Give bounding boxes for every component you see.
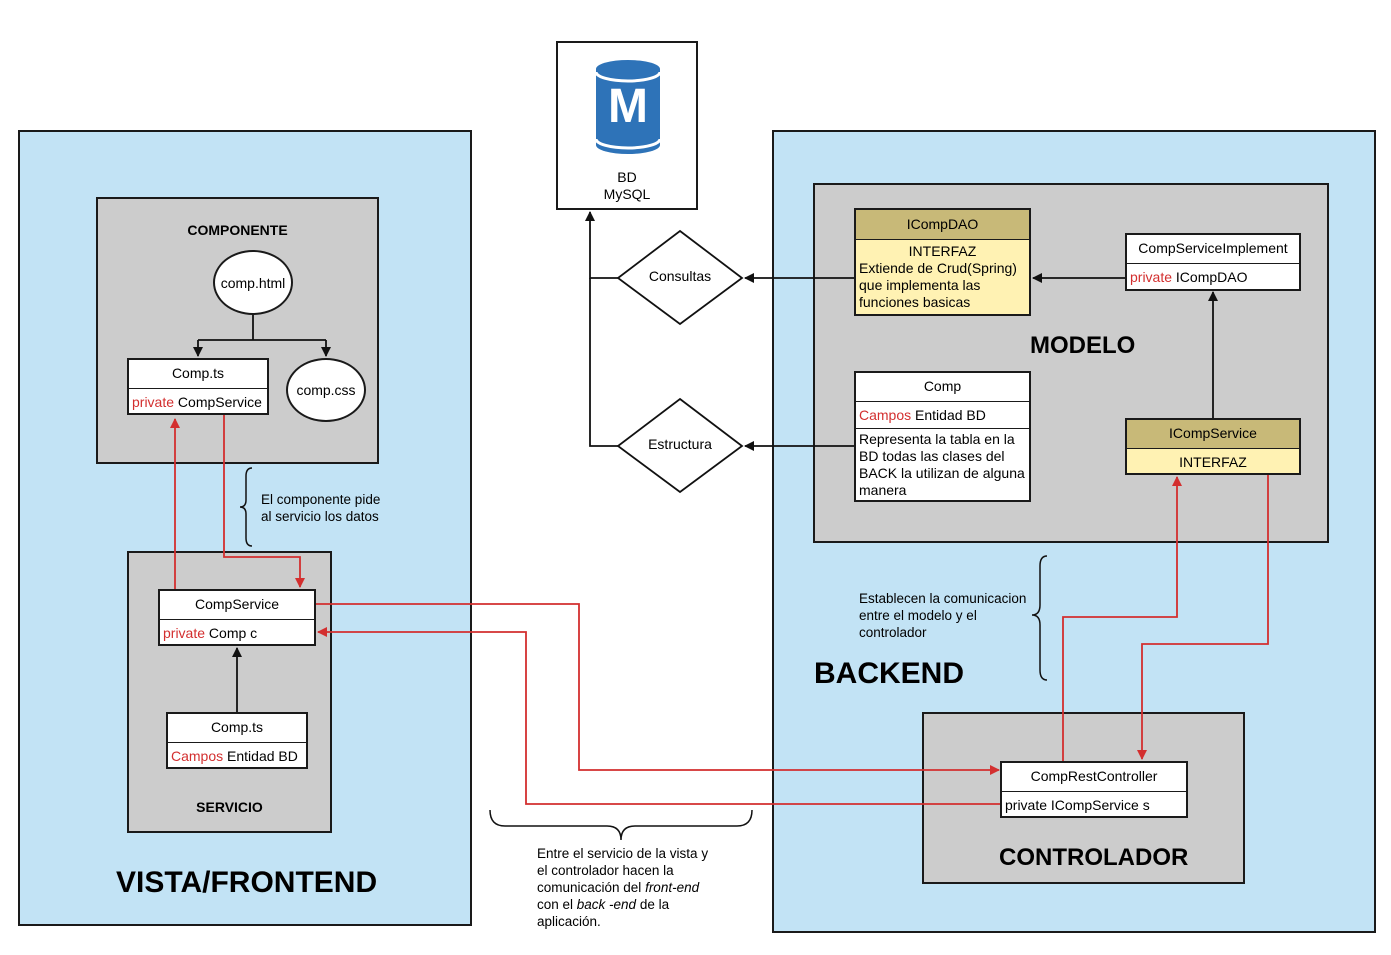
comp-entity-field-keyword: Campos xyxy=(859,407,912,423)
modelo-title: MODELO xyxy=(1030,332,1136,359)
componente-note-line: al servicio los datos xyxy=(261,509,379,524)
middle-note-line: el controlador hacen la xyxy=(537,863,674,878)
comp-model-field-keyword: Campos xyxy=(171,748,224,764)
comprestcontroller-field: private ICompService s xyxy=(1005,797,1150,813)
comp-entity-desc-line: BD todas las clases del xyxy=(859,448,1005,464)
consultas-diamond xyxy=(616,229,744,326)
comprestcontroller-name: CompRestController xyxy=(1002,763,1186,792)
brace-lines xyxy=(239,467,1048,841)
backend-note-line: Establecen la comunicacion xyxy=(859,591,1027,606)
database-engine: MySQL xyxy=(603,186,651,202)
icompdao-desc-line: funciones basicas xyxy=(859,294,971,310)
middle-note-emphasis: back -end xyxy=(576,897,637,912)
icompdao-name: ICompDAO xyxy=(906,216,979,232)
consultas-label: Consultas xyxy=(648,268,712,284)
database-icon-letter: M xyxy=(608,80,648,133)
comp-css-file[interactable]: comp.css xyxy=(286,358,366,422)
icompservice-name: ICompService xyxy=(1169,425,1257,441)
comp-entity-field: Campos Entidad BD xyxy=(856,402,1029,429)
compservice-name: CompService xyxy=(160,591,314,620)
icompdao-interface[interactable]: ICompDAO INTERFAZ Extiende de Crud(Sprin… xyxy=(854,208,1031,316)
comp-entity-desc-line: BACK la utilizan de alguna xyxy=(859,465,1025,481)
frontend-red-links xyxy=(170,415,305,589)
icompdao-description: Extiende de Crud(Spring) que implementa … xyxy=(859,260,1017,311)
comp-html-label: comp.html xyxy=(220,274,286,291)
servicio-title: SERVICIO xyxy=(196,799,263,815)
compserviceimplement-class[interactable]: CompServiceImplement private ICompDAO xyxy=(1125,233,1301,291)
componente-tree-lines xyxy=(193,314,331,357)
frontend-title: VISTA/FRONTEND xyxy=(116,866,378,899)
backend-title: BACKEND xyxy=(814,657,964,690)
frontend-backend-note: Entre el servicio de la vista y el contr… xyxy=(537,845,708,930)
comp-entity-class[interactable]: Comp Campos Entidad BD Representa la tab… xyxy=(854,371,1031,502)
comp-ts-field-type: CompService xyxy=(174,394,262,410)
middle-note-text: con el xyxy=(537,897,577,912)
estructura-diamond xyxy=(616,397,744,494)
comp-css-label: comp.css xyxy=(296,382,356,398)
middle-note-emphasis: front-end xyxy=(645,880,700,895)
comp-model-class[interactable]: Comp.ts Campos Entidad BD xyxy=(166,712,308,769)
database-name: BD xyxy=(617,169,637,185)
componente-title: COMPONENTE xyxy=(187,222,288,238)
icompdao-desc-line: que implementa las xyxy=(859,277,981,293)
backend-note-line: entre el modelo y el xyxy=(859,608,977,623)
backend-red-links xyxy=(316,475,1269,805)
comp-entity-description: Representa la tabla en la BD todas las c… xyxy=(856,431,1029,499)
compserviceimplement-field: private ICompDAO xyxy=(1127,264,1299,290)
comp-ts-field: private CompService xyxy=(129,389,267,415)
estructura-label: Estructura xyxy=(648,436,712,452)
database-links xyxy=(585,211,854,451)
comp-model-field: Campos Entidad BD xyxy=(168,743,306,769)
compserviceimplement-field-keyword: private xyxy=(1130,269,1173,285)
comp-model-field-type: Entidad BD xyxy=(223,748,298,764)
compserviceimplement-name: CompServiceImplement xyxy=(1127,235,1299,264)
backend-note-line: controlador xyxy=(859,625,927,640)
icompservice-header: ICompService xyxy=(1127,420,1299,449)
icompservice-kind: INTERFAZ xyxy=(1179,454,1247,470)
comp-entity-desc-line: Representa la tabla en la xyxy=(859,431,1015,447)
comp-model-name: Comp.ts xyxy=(168,714,306,743)
compservice-field-keyword: private xyxy=(163,625,206,641)
middle-note-line: Entre el servicio de la vista y xyxy=(537,846,709,861)
database-box: M BD MySQL xyxy=(556,41,698,210)
comp-entity-field-type: Entidad BD xyxy=(911,407,986,423)
icompdao-desc-line: Extiende de Crud(Spring) xyxy=(859,260,1017,276)
componente-note-line: El componente pide xyxy=(261,492,381,507)
icompservice-interface[interactable]: ICompService INTERFAZ xyxy=(1125,418,1301,475)
modelo-controlador-note: Establecen la comunicacion entre el mode… xyxy=(859,590,1026,641)
comp-ts-class[interactable]: Comp.ts private CompService xyxy=(127,358,269,415)
comp-html-file[interactable]: comp.html xyxy=(213,250,293,315)
compservice-class[interactable]: CompService private Comp c xyxy=(158,589,316,646)
modelo-links xyxy=(1032,273,1218,418)
compservice-field-type: Comp c xyxy=(205,625,258,641)
controlador-title: CONTROLADOR xyxy=(999,844,1189,871)
middle-note-line: con el back -end de la xyxy=(537,896,708,913)
mysql-database-icon: M xyxy=(594,59,662,155)
comp-entity-desc-line: manera xyxy=(859,482,907,498)
compservice-field: private Comp c xyxy=(160,620,314,646)
icompdao-header: ICompDAO xyxy=(856,210,1029,240)
compserviceimplement-field-type: ICompDAO xyxy=(1172,269,1248,285)
middle-note-line: comunicación del front-end xyxy=(537,879,708,896)
comprestcontroller-class[interactable]: CompRestController private ICompService … xyxy=(1000,761,1188,818)
componente-servicio-note: El componente pide al servicio los datos xyxy=(261,491,380,525)
comp-ts-name: Comp.ts xyxy=(129,360,267,389)
icompdao-kind: INTERFAZ xyxy=(908,243,977,259)
comp-ts-field-keyword: private xyxy=(132,394,175,410)
middle-note-line: aplicación. xyxy=(537,914,601,929)
middle-note-text: comunicación del xyxy=(537,880,646,895)
comp-entity-name: Comp xyxy=(856,373,1029,402)
middle-note-text: de la xyxy=(636,897,670,912)
